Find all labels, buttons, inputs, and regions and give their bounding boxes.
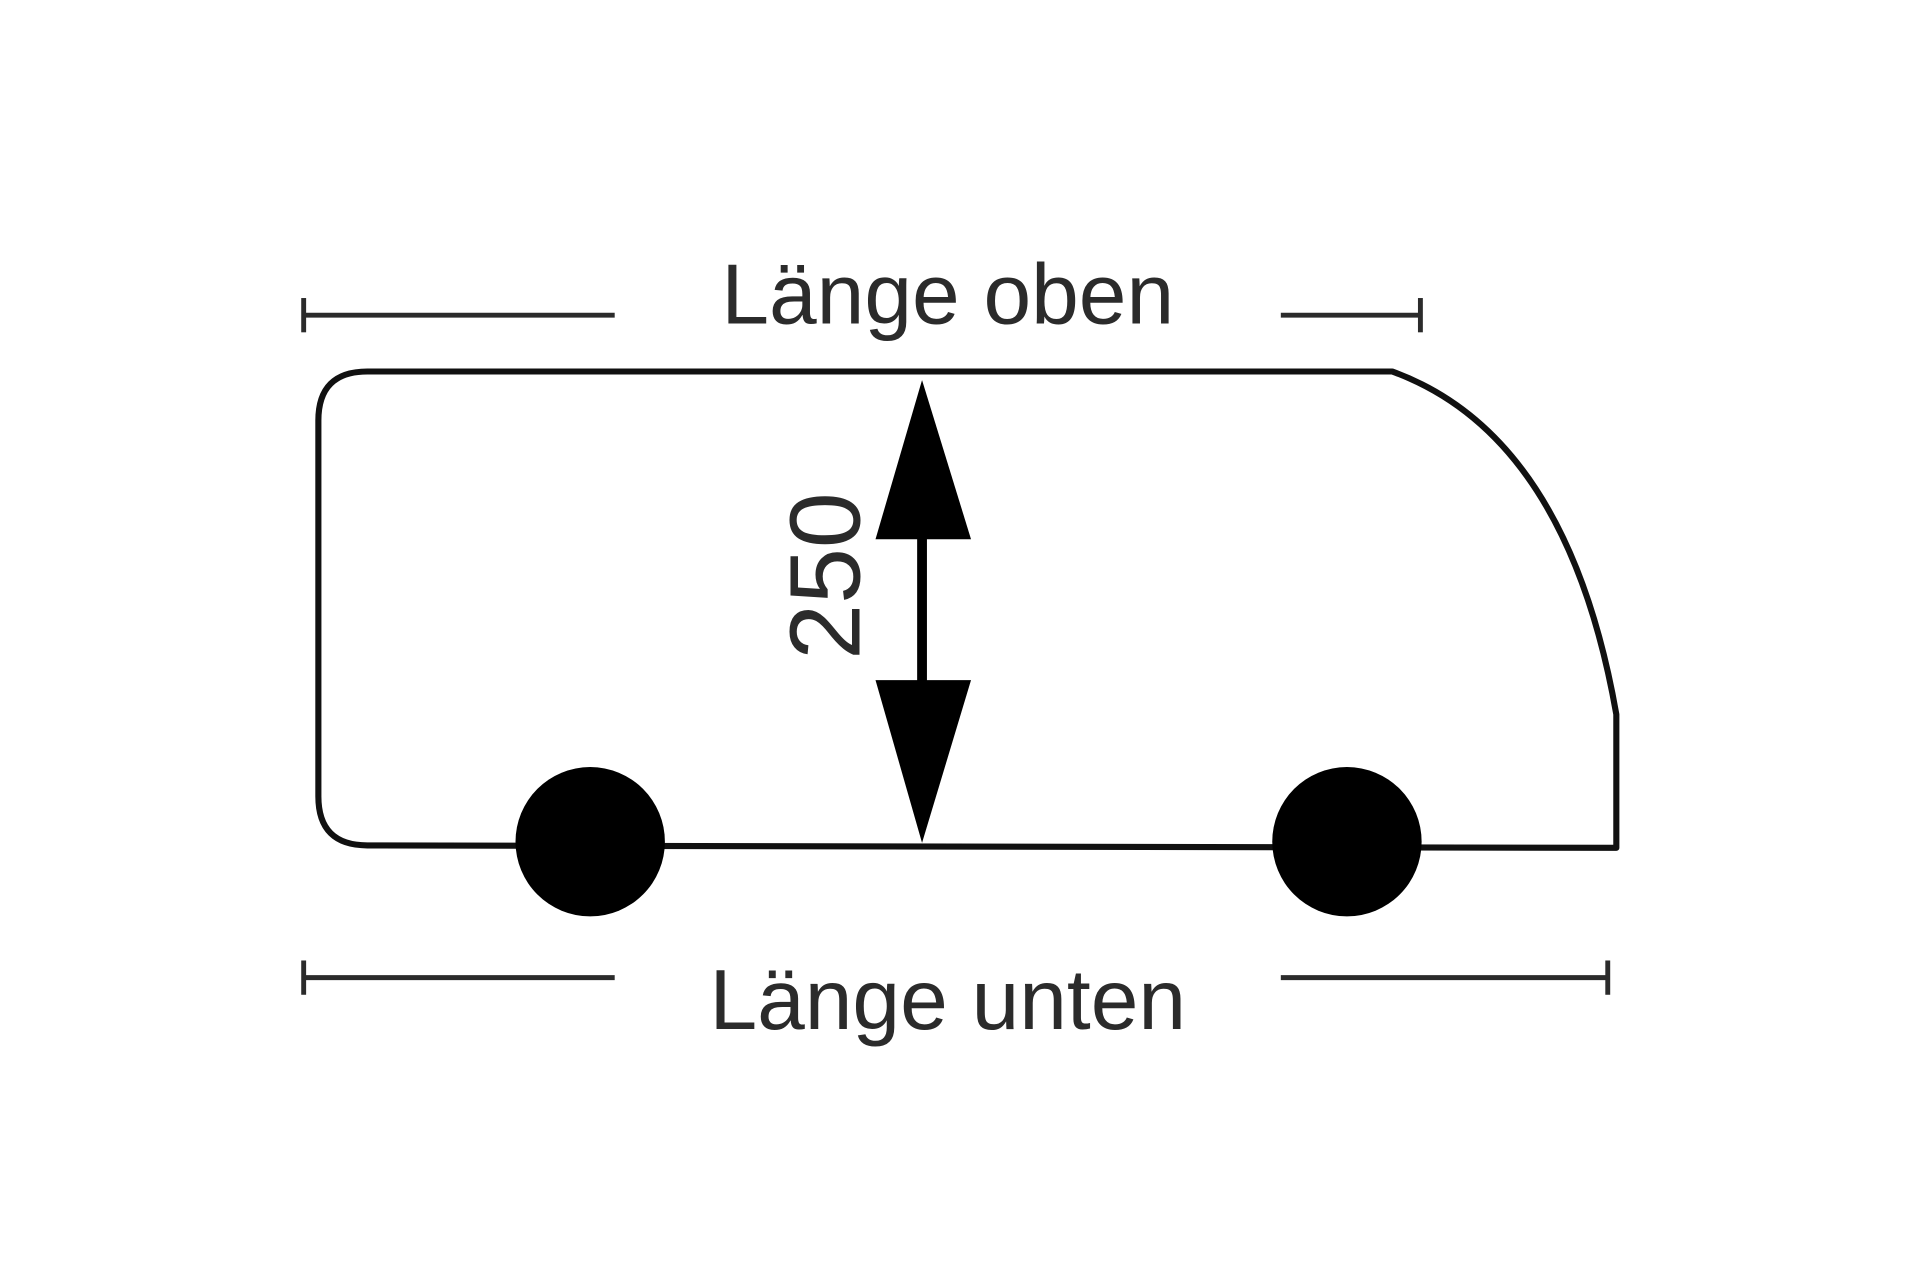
height-arrow-shaft	[917, 536, 927, 684]
vehicle-body-outline	[315, 368, 1620, 851]
top-length-label: Länge oben	[721, 247, 1174, 343]
height-arrow-up-head	[875, 380, 972, 540]
height-value-label: 250	[770, 492, 882, 659]
bottom-length-label: Länge unten	[709, 952, 1186, 1048]
top-length-dimension	[301, 298, 1423, 333]
bottom-length-dimension	[301, 960, 1611, 995]
rear-wheel	[515, 767, 665, 917]
height-arrow	[875, 380, 972, 843]
front-wheel	[1272, 767, 1422, 917]
height-arrow-down-head	[875, 680, 972, 843]
